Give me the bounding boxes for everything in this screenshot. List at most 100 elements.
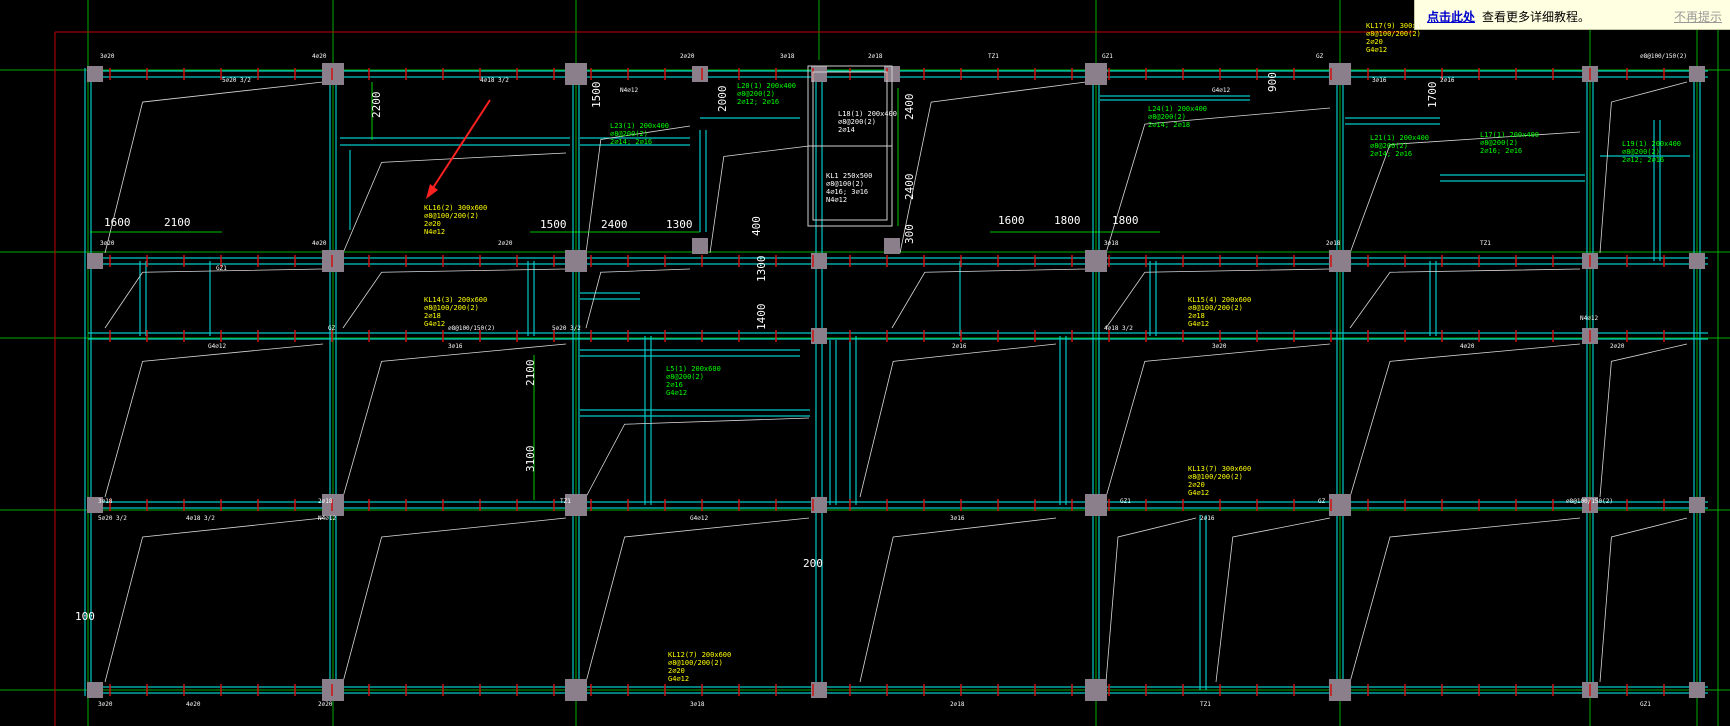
beam-annotation-line: 2⌀18 — [424, 312, 441, 320]
column — [1689, 682, 1705, 698]
rebar-label: 3⌀18 — [690, 701, 705, 708]
beam-annotation-line: KL16(2) 300x600 — [424, 204, 487, 212]
rebar-label: 3⌀20 — [1212, 343, 1227, 350]
beam-annotation-line: KL12(7) 200x600 — [668, 651, 731, 659]
columns — [87, 63, 1705, 701]
beam-annotation-line: ⌀8@200(2) — [1148, 113, 1186, 121]
dimension-text: 2400 — [903, 174, 916, 201]
column — [87, 253, 103, 269]
rebar-label: 2⌀20 — [1610, 343, 1625, 350]
column — [1689, 253, 1705, 269]
rebar-label: GZ1 — [216, 265, 227, 272]
beam-annotation-line: KL17(9) 300x600 — [1366, 22, 1429, 30]
dimension-text: 1800 — [1112, 214, 1139, 227]
beam-annotation-line: 2⌀12; 2⌀16 — [1622, 156, 1664, 164]
beam-annotation-line: 2⌀20 — [424, 220, 441, 228]
beam-annotation-line: 2⌀16; 2⌀16 — [1480, 147, 1522, 155]
beam-annotation-line: 2⌀20 — [1188, 481, 1205, 489]
rebar-label: GZ1 — [1120, 498, 1131, 505]
beam-annotation-line: ⌀8@100/200(2) — [1188, 473, 1243, 481]
beam-annotation-line: G4⌀12 — [1188, 320, 1209, 328]
stair-shaft — [807, 65, 893, 227]
column — [565, 679, 587, 701]
rebar-label: G4⌀12 — [1212, 87, 1230, 94]
column — [322, 250, 344, 272]
beam-annotation-line: ⌀8@100/200(2) — [1366, 30, 1421, 38]
beam-annotation-line: L21(1) 200x400 — [1370, 134, 1429, 142]
beam-annotation-line: 4⌀16; 3⌀16 — [826, 188, 868, 196]
column — [87, 66, 103, 82]
rebar-label: TZ1 — [1200, 701, 1211, 708]
rebar-label: 2⌀16 — [1440, 77, 1455, 84]
column — [322, 679, 344, 701]
column — [1085, 679, 1107, 701]
beam-annotations: KL16(2) 300x600⌀8@100/200(2)2⌀20N4⌀12KL1… — [424, 22, 1681, 683]
rebar-label: N4⌀12 — [620, 87, 638, 94]
beam-annotation-line: ⌀8@200(2) — [610, 130, 648, 138]
rebar-label: N4⌀12 — [1580, 315, 1598, 322]
beam-annotation-line: L23(1) 200x400 — [610, 122, 669, 130]
drawing-boundary — [54, 31, 1414, 726]
rebar-label: G4⌀12 — [690, 515, 708, 522]
column — [1689, 497, 1705, 513]
leader-arrow — [426, 99, 491, 199]
beam-annotation-line: L24(1) 200x400 — [1148, 105, 1207, 113]
dimension-text: 1500 — [540, 218, 567, 231]
rebar-label: TZ1 — [988, 53, 999, 60]
column — [1085, 63, 1107, 85]
column — [811, 253, 827, 269]
column — [811, 66, 827, 82]
column — [692, 66, 708, 82]
rebar-label: 5⌀20 3/2 — [98, 515, 127, 522]
beam-annotation-line: ⌀8@200(2) — [737, 90, 775, 98]
beam-annotation-line: ⌀8@100/200(2) — [1188, 304, 1243, 312]
beam-annotation-line: G4⌀12 — [666, 389, 687, 397]
beam-annotation-line: 2⌀14 — [838, 126, 855, 134]
rebar-label: 2⌀18 — [1326, 240, 1341, 247]
beam-annotation-line: G4⌀12 — [1188, 489, 1209, 497]
beam-annotation-line: ⌀8@100/200(2) — [424, 212, 479, 220]
column — [692, 238, 708, 254]
dimension-text: 3100 — [524, 446, 537, 473]
dimension-text: 1600 — [104, 216, 131, 229]
rebar-label: 2⌀18 — [318, 498, 333, 505]
beam-annotation-line: ⌀8@200(2) — [666, 373, 704, 381]
rebar-label: GZ1 — [1640, 701, 1651, 708]
rebar-label: 4⌀18 3/2 — [186, 515, 215, 522]
rebar-label: ⌀8@100/150(2) — [1640, 53, 1687, 60]
beam-annotation-line: 2⌀16 — [666, 381, 683, 389]
beam-annotation-line: ⌀8@200(2) — [838, 118, 876, 126]
column — [565, 494, 587, 516]
dimension-text: 1800 — [1054, 214, 1081, 227]
dimension-text: 1400 — [755, 304, 768, 331]
column — [1329, 494, 1351, 516]
beam-annotation-line: L19(1) 200x400 — [1622, 140, 1681, 148]
beam-annotation-line: 2⌀14; 2⌀16 — [1370, 150, 1412, 158]
dimension-text: 400 — [750, 216, 763, 236]
rebar-label: GZ — [1318, 498, 1326, 505]
rebar-label: ⌀8@100/150(2) — [448, 325, 495, 332]
rebar-label: 3⌀18 — [780, 53, 795, 60]
dimension-text: 100 — [75, 610, 95, 623]
hint-dismiss-link[interactable]: 不再提示 — [1673, 10, 1722, 24]
dimension-text: 1500 — [590, 82, 603, 109]
beam-annotation-line: ⌀8@100(2) — [826, 180, 864, 188]
rebar-label: 3⌀16 — [448, 343, 463, 350]
beam-annotation-line: L17(1) 200x400 — [1480, 131, 1539, 139]
rebar-label: 4⌀20 — [1460, 343, 1475, 350]
rebar-label: 4⌀18 3/2 — [480, 77, 509, 84]
dimension-text: 900 — [1266, 72, 1279, 92]
beam-annotation-line: N4⌀12 — [424, 228, 445, 236]
hint-link[interactable]: 点击此处 — [1427, 10, 1476, 24]
column — [565, 250, 587, 272]
rebar-label: 2⌀20 — [318, 701, 333, 708]
rebar-label: 3⌀16 — [950, 515, 965, 522]
rebar-label: GZ — [1316, 53, 1324, 60]
beam-annotation-line: ⌀8@100/200(2) — [424, 304, 479, 312]
dimension-text: 1700 — [1426, 82, 1439, 109]
column — [811, 682, 827, 698]
column — [1689, 66, 1705, 82]
